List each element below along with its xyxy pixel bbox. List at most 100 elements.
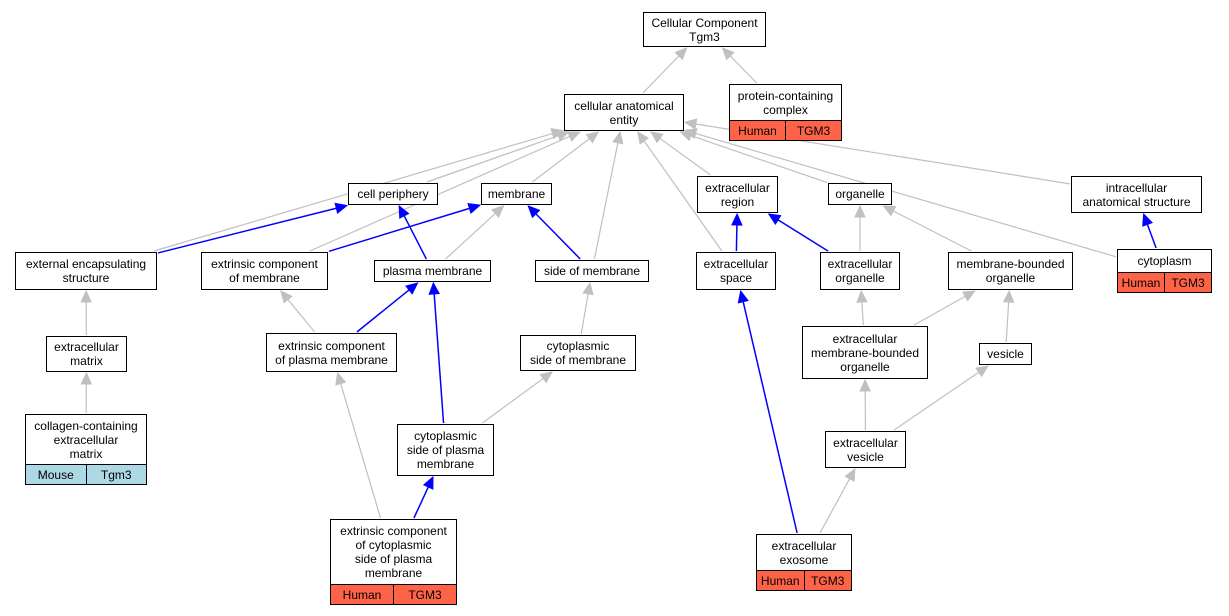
edge-arrowhead-cytoplasm-to-intra	[1142, 212, 1154, 227]
edge-vesicle-to-mbo	[1005, 301, 1010, 343]
node-exves[interactable]: extracellular vesicle	[825, 431, 906, 468]
edge-arrowhead-exreg-to-cae	[650, 131, 664, 144]
node-eccspm[interactable]: extrinsic component of cytoplasmic side …	[330, 519, 457, 605]
edge-arrowhead-exmbo-to-exorg	[856, 289, 868, 303]
node-pm[interactable]: plasma membrane	[374, 260, 491, 282]
node-exmatrix[interactable]: extracellular matrix	[46, 336, 127, 372]
edge-arrowhead-som-to-membrane	[527, 205, 541, 219]
node-exspace[interactable]: extracellular space	[696, 252, 776, 290]
edge-arrowhead-mbo-to-organelle	[882, 205, 897, 217]
node-label: vesicle	[987, 347, 1024, 361]
node-label: extrinsic component of cytoplasmic side …	[340, 524, 447, 580]
edge-arrowhead-cspm-to-csom	[539, 371, 554, 384]
edge-arrowhead-exmbo-to-mbo	[961, 290, 976, 302]
node-label: plasma membrane	[382, 264, 483, 278]
node-ecpm[interactable]: extrinsic component of plasma membrane	[266, 333, 397, 372]
node-label: extracellular membrane-bounded organelle	[810, 331, 920, 374]
edge-ees-to-cellper	[157, 207, 337, 254]
node-organelle[interactable]: organelle	[828, 183, 892, 205]
edge-arrowhead-exorg-to-organelle	[854, 204, 866, 218]
gene-badge: TGM3	[1164, 273, 1211, 292]
edge-exo-to-exves	[819, 478, 851, 534]
node-ecm[interactable]: extrinsic component of membrane	[201, 252, 328, 290]
node-label: external encapsulating structure	[25, 257, 147, 285]
edge-cae-to-root	[642, 55, 680, 94]
edge-csom-to-som	[580, 293, 589, 335]
species-badge: Mouse	[26, 465, 86, 484]
edge-ecpm-to-ecm	[287, 299, 316, 333]
node-mbo[interactable]: membrane-bounded organelle	[948, 252, 1073, 290]
node-label: extracellular matrix	[54, 340, 119, 368]
node-root[interactable]: Cellular Component Tgm3	[643, 12, 766, 47]
node-cspm[interactable]: cytoplasmic side of plasma membrane	[397, 424, 494, 476]
node-label: Cellular Component Tgm3	[651, 15, 758, 44]
node-cae[interactable]: cellular anatomical entity	[564, 94, 684, 131]
edge-cytoplasm-to-intra	[1146, 224, 1157, 249]
node-label: cytoplasm	[1137, 254, 1192, 268]
edge-arrowhead-intra-to-cae	[683, 118, 698, 130]
edge-arrowhead-csom-to-som	[582, 281, 594, 296]
gene-badge: Tgm3	[85, 465, 146, 484]
node-vesicle[interactable]: vesicle	[979, 343, 1032, 365]
node-label: extracellular exosome	[771, 538, 837, 567]
node-label: extracellular space	[703, 257, 769, 285]
node-cellper[interactable]: cell periphery	[348, 183, 438, 205]
edge-eccspm-to-ecpm	[340, 383, 382, 519]
edge-exves-to-vesicle	[893, 371, 980, 431]
species-badge: Human	[1118, 273, 1164, 292]
node-label: extrinsic component of membrane	[211, 257, 318, 285]
edge-arrowhead-exspace-to-exreg	[731, 212, 743, 226]
node-exorg[interactable]: extracellular organelle	[820, 252, 900, 290]
node-exreg[interactable]: extracellular region	[697, 176, 778, 213]
node-som[interactable]: side of membrane	[535, 260, 649, 282]
node-ccem[interactable]: collagen-containing extracellular matrix…	[25, 414, 147, 485]
node-membrane[interactable]: membrane	[481, 183, 552, 205]
edge-pm-to-membrane	[445, 212, 496, 260]
node-label: protein-containing complex	[737, 88, 834, 117]
edge-exmbo-to-mbo	[913, 295, 966, 326]
edge-ecpm-to-pm	[356, 289, 410, 333]
node-label: extrinsic component of plasma membrane	[275, 338, 388, 367]
edge-cellper-to-cae	[426, 135, 559, 183]
edge-exspace-to-exreg	[735, 224, 738, 252]
edge-organelle-to-cae	[690, 135, 828, 184]
edge-arrowhead-membrane-to-cae	[585, 131, 600, 144]
edge-arrowhead-exmatrix-to-ees	[80, 289, 92, 303]
edge-exo-to-exspace	[742, 301, 798, 534]
edge-arrowhead-pm-to-membrane	[491, 205, 505, 219]
edge-arrowhead-exspace-to-cae	[637, 131, 650, 145]
edge-som-to-cae	[593, 142, 619, 260]
node-label: side of membrane	[543, 264, 641, 278]
edge-exorg-to-exreg	[777, 219, 829, 252]
edge-arrowhead-ees-to-cae	[550, 128, 565, 140]
edge-arrowhead-exves-to-vesicle	[975, 365, 989, 378]
node-ees[interactable]: external encapsulating structure	[15, 252, 157, 290]
node-label: membrane-bounded organelle	[956, 257, 1065, 285]
edge-arrowhead-exo-to-exspace	[737, 289, 749, 304]
node-label: intracellular anatomical structure	[1082, 180, 1191, 209]
edge-arrowhead-exves-to-exmbo	[859, 378, 871, 392]
edge-pm-to-cellper	[403, 215, 428, 260]
edge-exmbo-to-exorg	[861, 301, 864, 326]
edge-exreg-to-cae	[659, 137, 711, 176]
node-csom[interactable]: cytoplasmic side of membrane	[520, 335, 636, 371]
edge-som-to-membrane	[535, 213, 581, 260]
node-exmbo[interactable]: extracellular membrane-bounded organelle	[802, 326, 928, 379]
node-intra[interactable]: intracellular anatomical structure	[1071, 176, 1202, 213]
node-label: membrane	[487, 187, 546, 201]
gene-badge: TGM3	[785, 121, 841, 140]
edge-mbo-to-organelle	[892, 210, 972, 252]
edge-cspm-to-pm	[433, 293, 445, 424]
node-label: cell periphery	[357, 187, 429, 201]
edge-arrowhead-ccem-to-exmatrix	[80, 371, 93, 385]
edge-pcc-to-root	[729, 55, 758, 84]
